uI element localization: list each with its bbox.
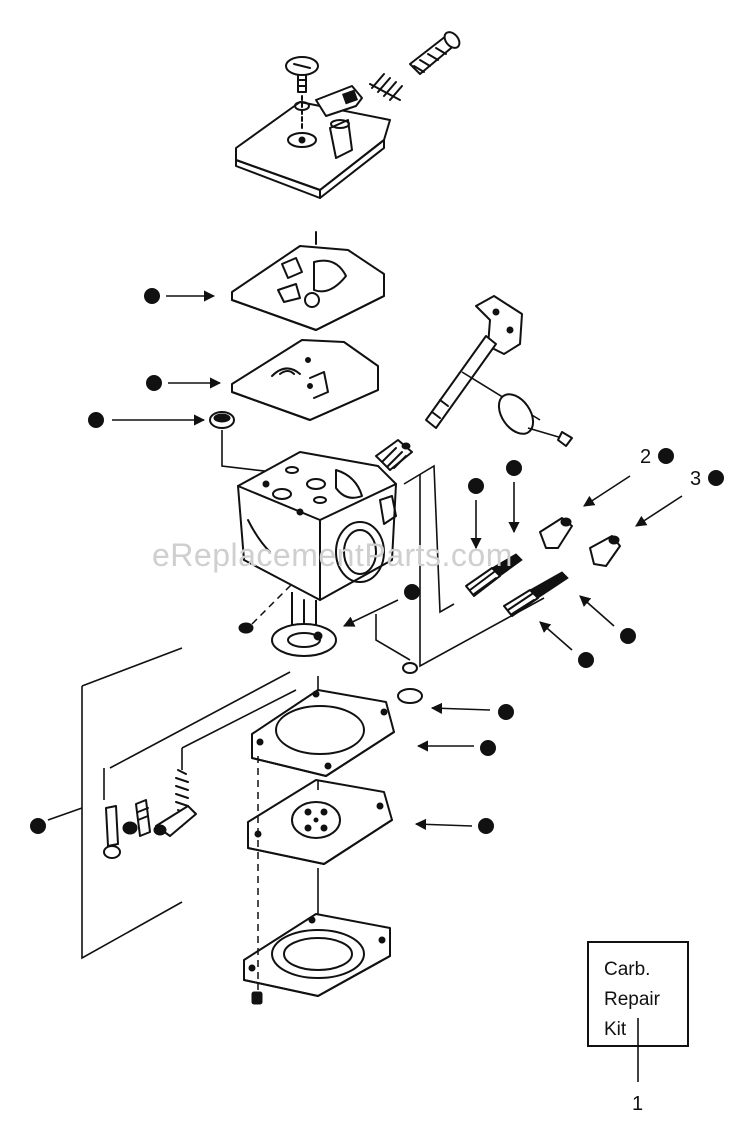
callout-metering-diaphragm [414, 818, 494, 834]
callout-needle-low [506, 460, 522, 534]
callout-low-screw [579, 595, 636, 644]
callout-metering-gasket [416, 740, 496, 756]
callout-welch-plug [430, 702, 514, 720]
carb-repair-kit-box: Carb. Repair Kit 1 [587, 941, 689, 1115]
limiter-cap-2 [539, 517, 573, 549]
linkage-screw [103, 805, 121, 859]
kit-label-line1: Carb. [604, 959, 650, 980]
pump-diaphragm [231, 339, 379, 421]
callout-cap-3: 3 [635, 468, 724, 527]
needle-screw-high [465, 553, 523, 597]
callout-cap-2: 2 [583, 446, 674, 507]
kit-ref-number: 1 [632, 1093, 643, 1115]
callout-inlet-seal [88, 412, 206, 428]
callout-pump-diaphragm [146, 375, 222, 391]
callout-label-2: 2 [640, 446, 651, 468]
carburetor-body [237, 451, 397, 633]
throttle-spring [375, 439, 413, 471]
top-cover-plate [235, 101, 391, 199]
limiter-screw-left [238, 583, 293, 634]
cover-screw [285, 56, 319, 129]
pump-gasket [231, 231, 385, 331]
inlet-needle-lever [271, 623, 337, 657]
linkage-leader [81, 647, 297, 960]
watermark-text: eReplacementParts.com [152, 537, 513, 573]
callout-pump-gasket [144, 288, 216, 304]
callout-needle-high [468, 478, 484, 550]
throttle-shaft-assembly [425, 295, 541, 429]
callout-label-3: 3 [690, 468, 701, 490]
throttle-plate [497, 393, 573, 447]
callout-linkage [30, 807, 83, 834]
linkage-pin [122, 799, 151, 837]
fuel-inlet-seal [209, 411, 291, 475]
welch-plug [375, 614, 423, 704]
kit-label-line3: Kit [604, 1019, 627, 1040]
metering-cover [243, 913, 391, 997]
needle-screw-low [503, 571, 569, 617]
choke-lever [153, 805, 197, 837]
callout-inlet-lever [342, 584, 420, 627]
limiter-cap-3 [589, 535, 621, 567]
needle-lever [315, 85, 363, 117]
top-spring-and-needle [369, 31, 461, 101]
kit-label-line2: Repair [604, 989, 661, 1010]
metering-gasket [251, 689, 395, 777]
metering-diaphragm [247, 779, 393, 865]
callout-high-screw-lower [539, 621, 594, 668]
cover-screw-bottom [251, 991, 263, 1005]
